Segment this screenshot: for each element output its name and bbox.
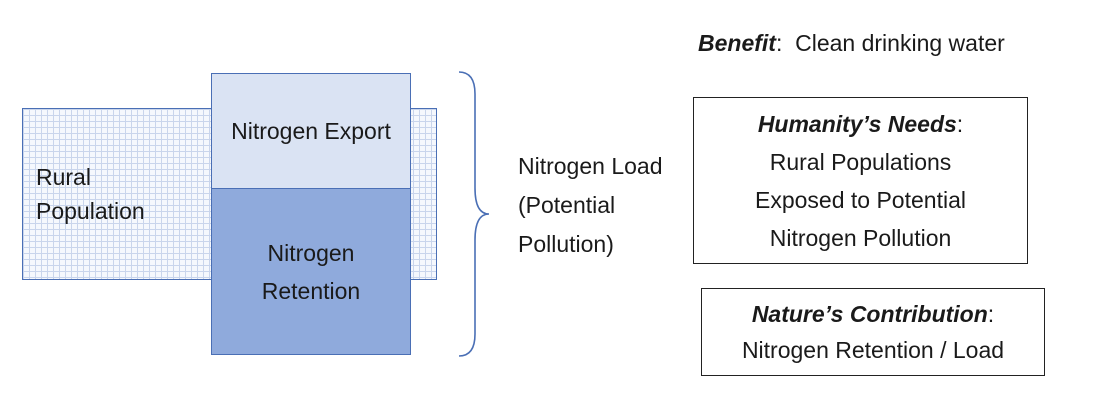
- natures-contribution-separator: :: [987, 301, 995, 327]
- natures-contribution-heading: Nature’s Contribution: [751, 301, 988, 327]
- benefit-separator: :: [775, 30, 783, 56]
- natures-contribution-box: Nature’s Contribution: Nitrogen Retentio…: [701, 288, 1045, 376]
- nitrogen-export-box: Nitrogen Export: [211, 73, 411, 189]
- humanity-needs-line: Nitrogen Pollution: [769, 224, 952, 251]
- nitrogen-retention-label: Nitrogen Retention: [261, 239, 361, 304]
- rural-population-label: Rural Population: [36, 164, 145, 224]
- nitrogen-export-label: Nitrogen Export: [231, 118, 391, 144]
- humanity-needs-line: Exposed to Potential: [755, 186, 966, 213]
- humanity-needs-heading: Humanity’s Needs: [757, 110, 957, 137]
- natures-contribution-title: Nature’s Contribution:: [752, 296, 994, 332]
- benefit-heading: Benefit: [698, 30, 776, 56]
- benefit-line: Benefit: Clean drinking water: [698, 30, 1005, 57]
- humanity-needs-title: Humanity’s Needs:: [758, 105, 963, 143]
- nitrogen-retention-box: Nitrogen Retention: [211, 188, 411, 355]
- natures-contribution-text: Nitrogen Retention / Load: [741, 337, 1005, 363]
- humanity-needs-box: Humanity’s Needs: Rural Populations Expo…: [693, 97, 1028, 264]
- right-brace-icon: [458, 71, 490, 357]
- nitrogen-load-label: Nitrogen Load (Potential Pollution): [518, 153, 663, 257]
- humanity-needs-separator: :: [956, 110, 964, 137]
- humanity-needs-line: Rural Populations: [769, 148, 952, 175]
- benefit-value: Clean drinking water: [795, 30, 1005, 56]
